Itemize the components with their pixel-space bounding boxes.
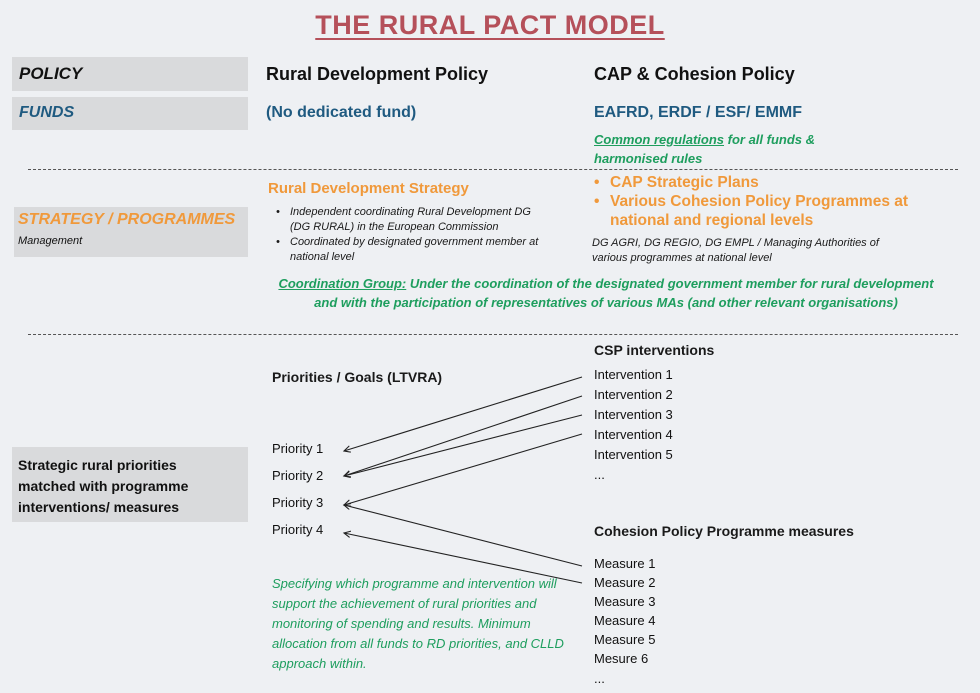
arrow-m2-p4 [344, 533, 583, 584]
intervention-2: Intervention 2 [594, 387, 673, 402]
priority-3: Priority 3 [272, 495, 324, 510]
common-regulations-note: Common regulations for all funds & harmo… [594, 132, 816, 166]
measure-5: Measure 5 [594, 632, 656, 647]
rural-strategy-title: Rural Development Strategy [268, 180, 469, 197]
list-item: Independent coordinating Rural Developme… [268, 205, 553, 235]
arrow-i4-p3 [344, 433, 583, 505]
strategy-label: STRATEGY / PROGRAMMES [18, 211, 236, 228]
list-item: Coordinated by designated government mem… [268, 235, 553, 265]
page-title: THE RURAL PACT MODEL [315, 10, 665, 40]
strategic-priorities-label: Strategic rural priorities matched with … [18, 457, 189, 515]
matching-note: Specifying which programme and intervent… [272, 576, 564, 671]
cap-strategy-list: CAP Strategic Plans Various Cohesion Pol… [594, 173, 966, 230]
rural-funds: (No dedicated fund) [266, 104, 417, 121]
measure-more: ... [594, 671, 605, 686]
measure-6: Mesure 6 [594, 651, 649, 666]
arrow-i2-p2 [344, 395, 583, 476]
arrow-i3-p2 [344, 414, 583, 476]
list-item: Various Cohesion Policy Programmes at na… [594, 192, 966, 230]
rural-strategy-list: Independent coordinating Rural Developme… [268, 205, 553, 265]
divider-top [28, 169, 958, 170]
funds-label-box: FUNDS [12, 97, 248, 130]
intervention-3: Intervention 3 [594, 407, 673, 422]
priority-2: Priority 2 [272, 468, 324, 483]
csp-interventions-title: CSP interventions [594, 342, 715, 358]
priority-4: Priority 4 [272, 522, 324, 537]
policy-label: POLICY [19, 64, 83, 83]
intervention-1: Intervention 1 [594, 367, 673, 382]
coordination-group-note: Coordination Group: Under the coordinati… [278, 276, 934, 310]
measure-1: Measure 1 [594, 556, 656, 571]
strategy-label-box: STRATEGY / PROGRAMMES Management [14, 207, 248, 257]
divider-bottom [28, 334, 958, 335]
policy-label-box: POLICY [12, 57, 248, 91]
funds-label: FUNDS [19, 104, 75, 121]
strategic-priorities-label-box: Strategic rural priorities matched with … [12, 447, 248, 522]
intervention-more: ... [594, 467, 605, 482]
priorities-title: Priorities / Goals (LTVRA) [272, 369, 443, 385]
priority-1: Priority 1 [272, 441, 324, 456]
intervention-5: Intervention 5 [594, 447, 673, 462]
list-item: CAP Strategic Plans [594, 173, 966, 192]
arrow-m1-p3 [344, 505, 583, 567]
arrow-i1-p1 [344, 376, 583, 451]
intervention-4: Intervention 4 [594, 427, 673, 442]
cap-cohesion-policy: CAP & Cohesion Policy [594, 64, 795, 84]
measure-3: Measure 3 [594, 594, 656, 609]
management-label: Management [18, 235, 83, 247]
cap-strategy-note: DG AGRI, DG REGIO, DG EMPL / Managing Au… [592, 237, 879, 264]
rural-development-policy: Rural Development Policy [266, 64, 489, 84]
measure-2: Measure 2 [594, 575, 656, 590]
measure-4: Measure 4 [594, 613, 656, 628]
cap-funds: EAFRD, ERDF / ESF/ EMMF [594, 104, 802, 121]
cohesion-measures-title: Cohesion Policy Programme measures [594, 523, 854, 539]
